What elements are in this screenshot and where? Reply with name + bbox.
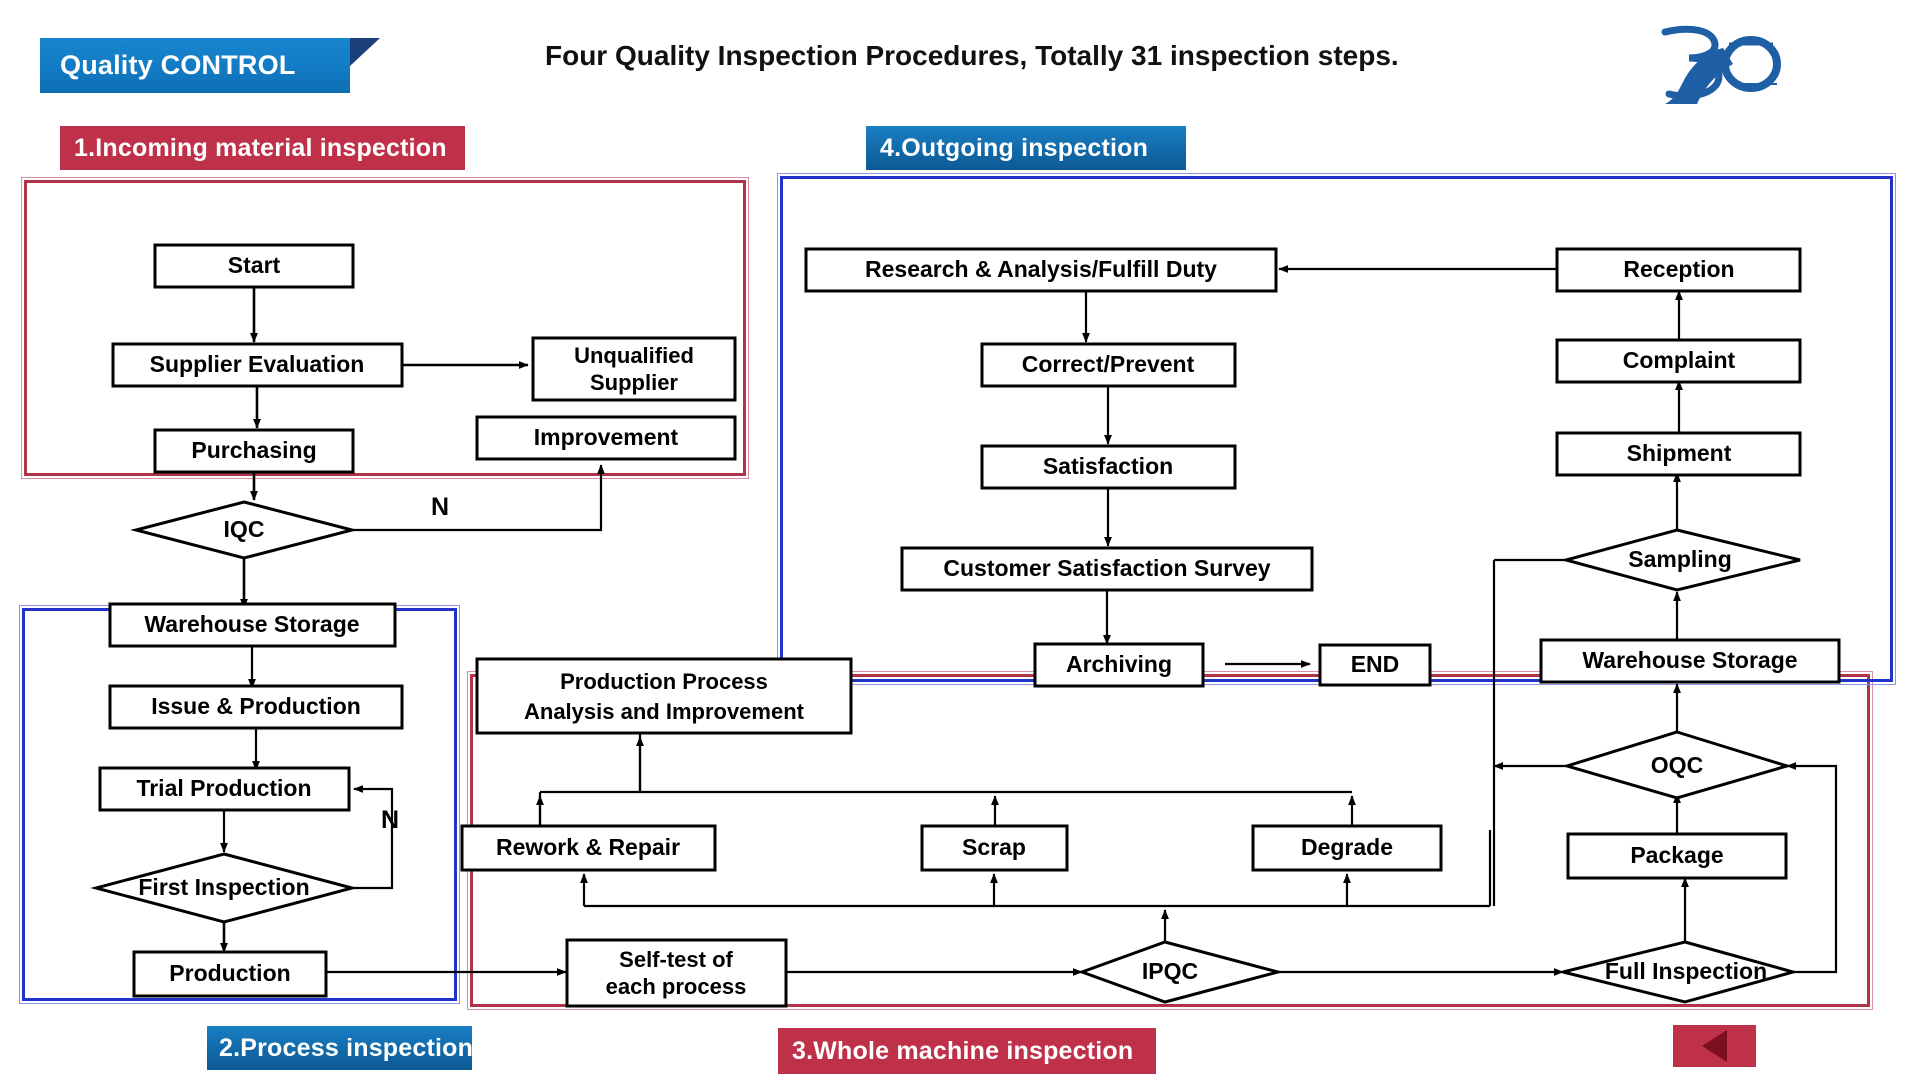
node-customer-survey[interactable]: Customer Satisfaction Survey <box>900 546 1314 592</box>
svg-text:Shipment: Shipment <box>1627 440 1732 466</box>
section-banner-4-label: 4.Outgoing inspection <box>880 133 1149 162</box>
node-correct-prevent[interactable]: Correct/Prevent <box>980 342 1237 388</box>
quality-control-label: Quality CONTROL <box>60 50 296 80</box>
edge-iqc-improvement <box>352 464 605 532</box>
svg-text:Start: Start <box>228 252 281 278</box>
node-production[interactable]: Production <box>132 950 328 998</box>
node-sampling[interactable]: Sampling <box>1560 528 1801 592</box>
node-complaint[interactable]: Complaint <box>1555 338 1802 384</box>
anniversary-logo <box>1645 18 1875 106</box>
section-frame-incoming <box>21 177 749 479</box>
edge-label-first-inspection-n: N <box>381 806 399 834</box>
node-first-inspection[interactable]: First Inspection <box>90 852 358 924</box>
svg-text:Rework & Repair: Rework & Repair <box>496 834 680 860</box>
svg-text:Customer Satisfaction Survey: Customer Satisfaction Survey <box>943 555 1270 581</box>
svg-text:Trial Production: Trial Production <box>136 775 311 801</box>
svg-text:Satisfaction: Satisfaction <box>1043 453 1173 479</box>
svg-text:Correct/Prevent: Correct/Prevent <box>1022 351 1195 377</box>
node-reception[interactable]: Reception <box>1555 247 1802 293</box>
svg-text:Full Inspection: Full Inspection <box>1605 958 1767 984</box>
svg-text:Reception: Reception <box>1623 256 1734 282</box>
node-supplier-evaluation[interactable]: Supplier Evaluation <box>111 342 404 388</box>
node-improvement[interactable]: Improvement <box>475 415 737 461</box>
section-banner-1-label: 1.Incoming material inspection <box>74 133 447 162</box>
node-oqc[interactable]: OQC <box>1561 730 1793 800</box>
svg-text:Analysis and Improvement: Analysis and Improvement <box>524 699 805 724</box>
svg-text:Warehouse Storage: Warehouse Storage <box>1582 647 1797 673</box>
node-full-inspection[interactable]: Full Inspection <box>1562 940 1799 1004</box>
svg-text:END: END <box>1351 651 1400 677</box>
svg-text:IQC: IQC <box>224 516 265 542</box>
svg-text:OQC: OQC <box>1651 752 1703 778</box>
svg-text:Warehouse Storage: Warehouse Storage <box>144 611 359 637</box>
node-rework-repair[interactable]: Rework & Repair <box>460 824 717 872</box>
node-research-analysis[interactable]: Research & Analysis/Fulfill Duty <box>804 247 1278 293</box>
node-end[interactable]: END <box>1318 643 1432 687</box>
section-banner-3-label: 3.Whole machine inspection <box>792 1036 1134 1065</box>
section-banner-3: 3.Whole machine inspection <box>778 1028 1156 1074</box>
svg-text:Complaint: Complaint <box>1623 347 1736 373</box>
node-scrap[interactable]: Scrap <box>920 824 1069 872</box>
page-title: Four Quality Inspection Procedures, Tota… <box>545 40 1399 71</box>
svg-text:Research & Analysis/Fulfill Du: Research & Analysis/Fulfill Duty <box>865 256 1217 282</box>
node-unqualified-supplier[interactable]: Unqualified Supplier <box>531 336 737 402</box>
svg-text:Issue & Production: Issue & Production <box>151 693 361 719</box>
svg-text:Scrap: Scrap <box>962 834 1026 860</box>
node-start[interactable]: Start <box>153 243 355 289</box>
node-satisfaction[interactable]: Satisfaction <box>980 444 1237 490</box>
svg-text:Production: Production <box>169 960 290 986</box>
back-arrow-icon <box>1702 1030 1727 1062</box>
section-banner-4: 4.Outgoing inspection <box>866 126 1186 170</box>
node-package[interactable]: Package <box>1566 832 1788 880</box>
edge-first-inspection-trial-loop <box>352 785 394 890</box>
svg-text:IPQC: IPQC <box>1142 958 1198 984</box>
node-self-test[interactable]: Self-test of each process <box>565 938 788 1008</box>
svg-text:First Inspection: First Inspection <box>138 874 309 900</box>
node-purchasing[interactable]: Purchasing <box>153 428 355 474</box>
svg-text:Degrade: Degrade <box>1301 834 1393 860</box>
node-production-process-analysis[interactable]: Production Process Analysis and Improvem… <box>475 657 853 735</box>
svg-text:Supplier: Supplier <box>590 370 678 395</box>
svg-text:Unqualified: Unqualified <box>574 343 694 368</box>
svg-text:Purchasing: Purchasing <box>191 437 316 463</box>
svg-text:Sampling: Sampling <box>1628 546 1732 572</box>
node-warehouse-storage-2[interactable]: Warehouse Storage <box>1539 638 1841 684</box>
node-shipment[interactable]: Shipment <box>1555 431 1802 477</box>
svg-text:Archiving: Archiving <box>1066 651 1172 677</box>
svg-text:Self-test of: Self-test of <box>619 947 733 972</box>
badge-arrow-icon <box>350 38 380 93</box>
section-banner-1: 1.Incoming material inspection <box>60 126 465 170</box>
node-warehouse-storage-1[interactable]: Warehouse Storage <box>108 602 397 648</box>
node-ipqc[interactable]: IPQC <box>1077 940 1284 1004</box>
svg-text:Supplier Evaluation: Supplier Evaluation <box>150 351 365 377</box>
svg-text:Improvement: Improvement <box>534 424 679 450</box>
section-banner-2-label: 2.Process inspection <box>219 1033 474 1062</box>
edge-full-inspection-oqc <box>1786 762 1838 974</box>
edge-label-iqc-n: N <box>431 493 449 521</box>
quality-control-badge: Quality CONTROL <box>40 38 350 93</box>
section-banner-2: 2.Process inspection <box>207 1026 474 1070</box>
node-degrade[interactable]: Degrade <box>1251 824 1443 872</box>
back-navigation-button[interactable] <box>1673 1025 1756 1067</box>
node-iqc[interactable]: IQC <box>130 500 358 560</box>
node-issue-production[interactable]: Issue & Production <box>108 684 404 730</box>
svg-text:each process: each process <box>606 974 747 999</box>
svg-text:Production Process: Production Process <box>560 669 768 694</box>
node-trial-production[interactable]: Trial Production <box>98 766 351 812</box>
logo-icon <box>1661 25 1781 104</box>
svg-text:Package: Package <box>1630 842 1723 868</box>
node-archiving[interactable]: Archiving <box>1033 642 1205 688</box>
